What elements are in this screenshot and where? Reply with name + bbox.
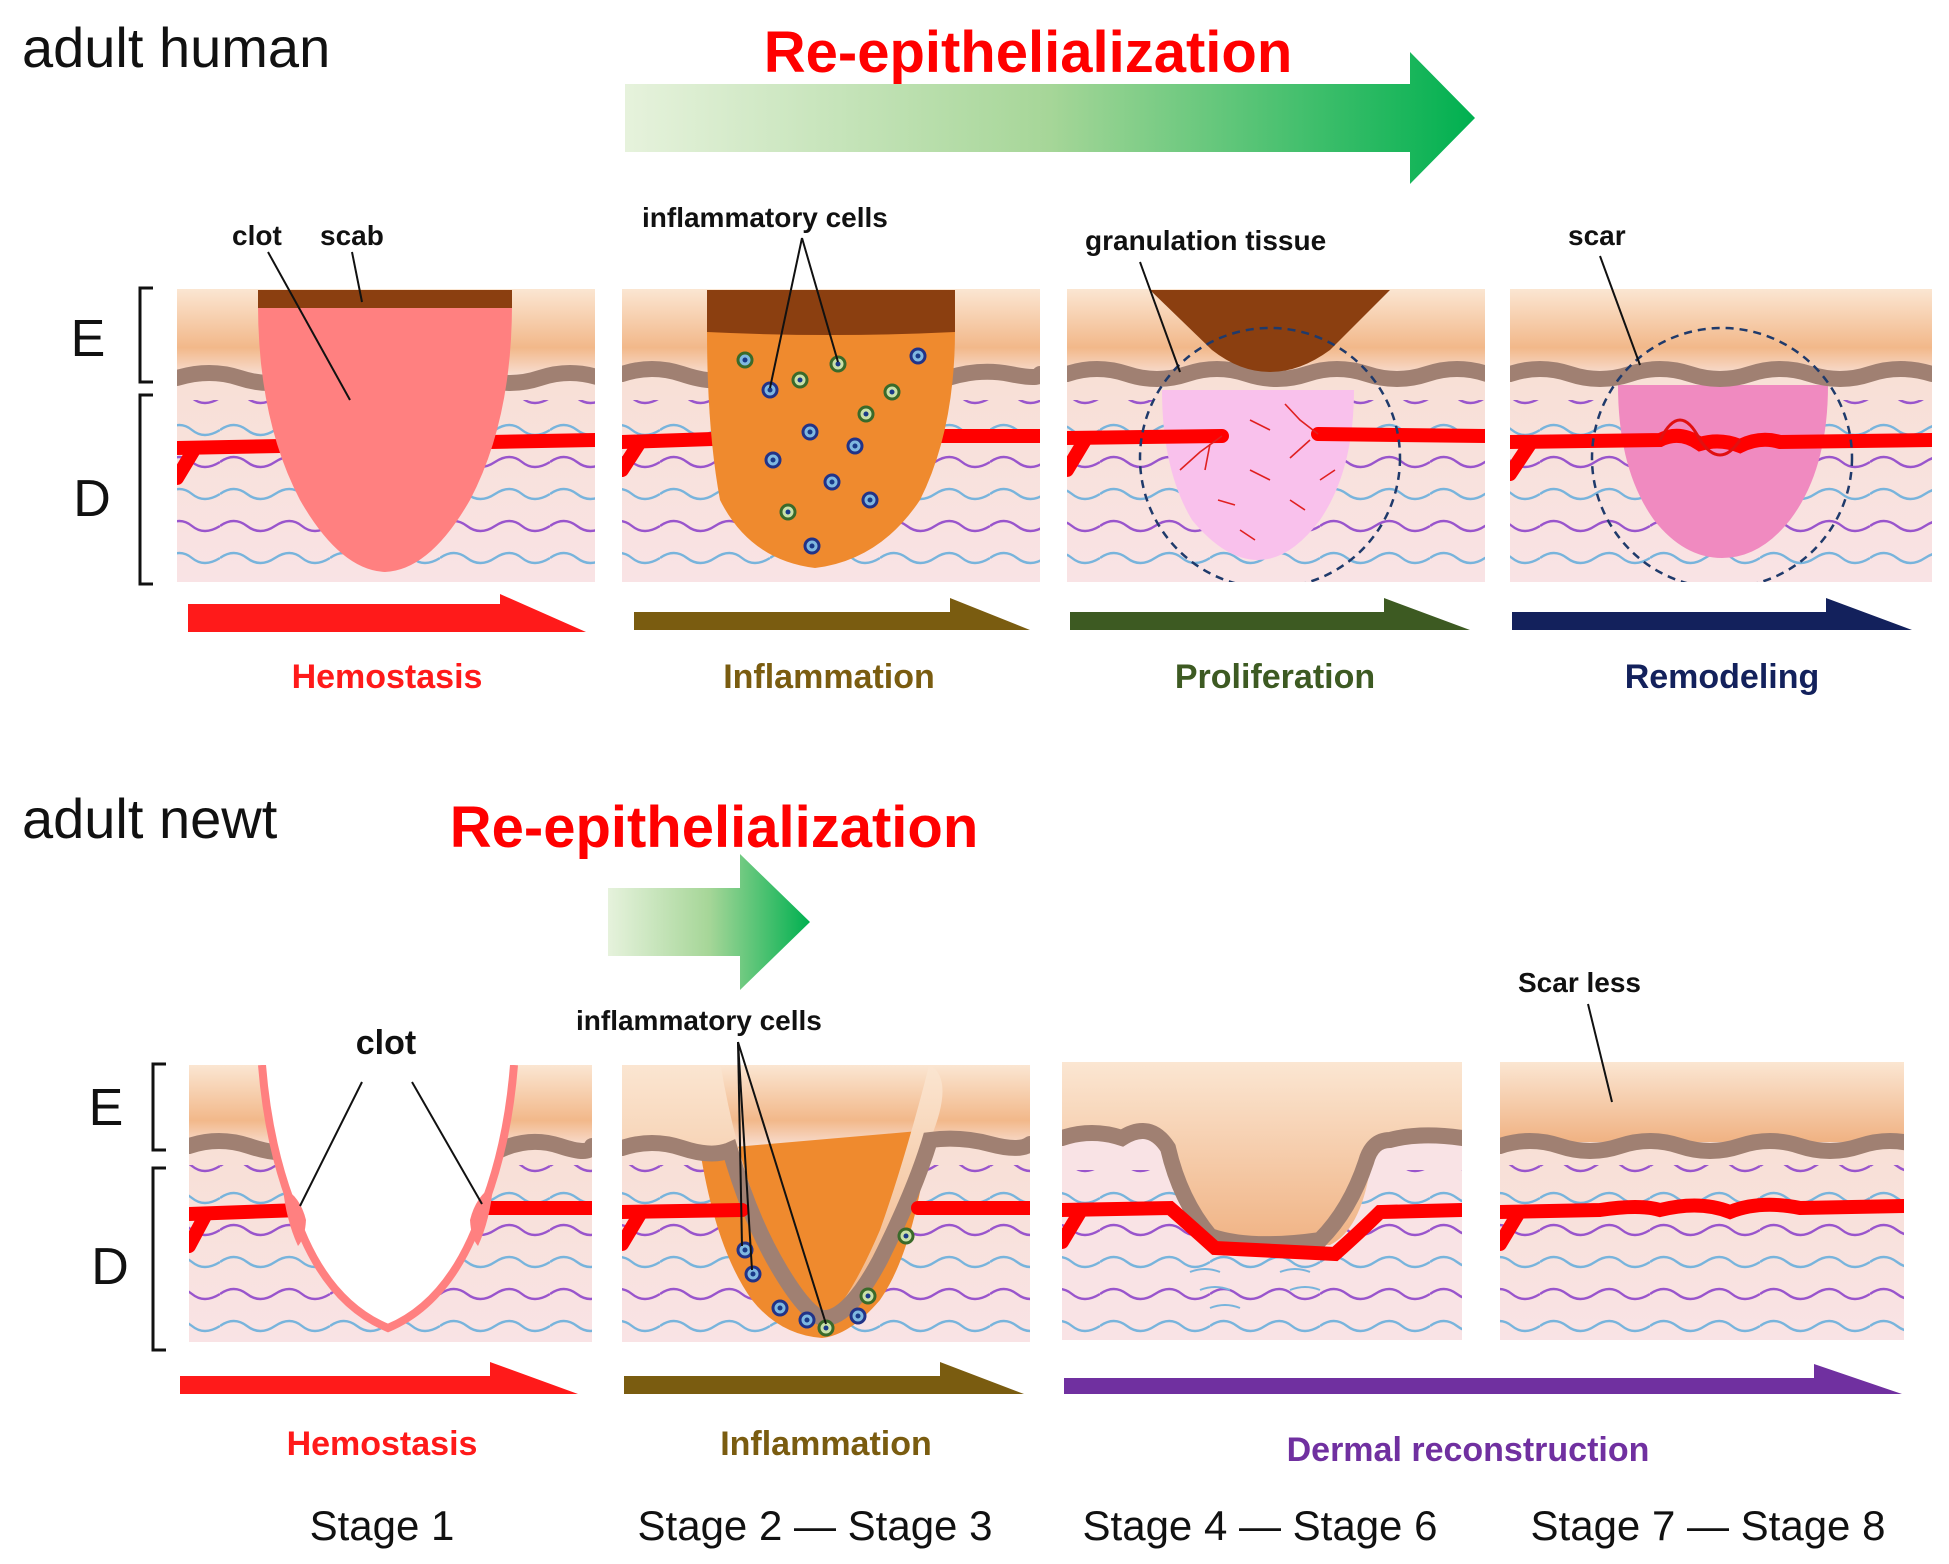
new-capillaries — [1179, 403, 1336, 541]
newt-panel-hemostasis — [189, 1065, 592, 1342]
human-proliferation-arrow — [1070, 598, 1470, 630]
clot-lining — [258, 1065, 518, 1333]
human-phase-inflammation: Inflammation — [723, 658, 935, 696]
human-inflammatory-cells-label: inflammatory cells — [642, 202, 888, 233]
human-dermis-bracket — [138, 393, 153, 586]
human-epidermis-label: E — [71, 310, 106, 368]
newt-inflammatory-cells-label: inflammatory cells — [576, 1005, 822, 1036]
newt-clot-label: clot — [356, 1024, 416, 1062]
wound-region-circle — [1138, 326, 1402, 582]
human-phase-remodeling: Remodeling — [1625, 658, 1820, 696]
human-reepithelialization-label: Re-epithelialization — [764, 20, 1293, 85]
newt-inflammatory-leader-1 — [737, 1041, 743, 1247]
human-panel-hemostasis — [177, 289, 595, 582]
newt-clot-leader-left — [299, 1081, 363, 1207]
scab — [258, 290, 512, 308]
stage-label-1: Stage 1 — [310, 1502, 455, 1549]
human-scab-label: scab — [320, 220, 384, 251]
granulation-tissue-label: granulation tissue — [1085, 225, 1326, 256]
newt-epidermis-bracket — [151, 1062, 166, 1152]
newt-reepithelialization-label: Re-epithelialization — [450, 795, 979, 860]
stage-label-4: Stage 7 — Stage 8 — [1531, 1502, 1886, 1549]
clot-fill — [258, 304, 512, 572]
human-phase-proliferation: Proliferation — [1175, 658, 1375, 696]
human-inflammatory-leader-2 — [801, 237, 839, 363]
stage-label-3: Stage 4 — Stage 6 — [1083, 1502, 1438, 1549]
human-remodeling-arrow — [1512, 598, 1912, 630]
inflammatory-cells — [736, 347, 927, 555]
newt-inflammatory-leader-3 — [737, 1041, 827, 1325]
human-panel-proliferation — [1067, 289, 1485, 582]
reconstructing-fibers — [1189, 1268, 1321, 1309]
human-reepithelialization-arrow — [625, 52, 1475, 184]
human-scar-leader — [1599, 255, 1641, 366]
inflammatory-cells — [736, 1227, 915, 1337]
newt-panel-scarless — [1500, 1062, 1904, 1340]
granulation-tissue-leader — [1139, 261, 1181, 373]
newt-dermal-reconstruction-arrow — [1064, 1364, 1902, 1394]
human-epidermis-bracket — [138, 286, 153, 384]
newt-dermis-bracket — [151, 1166, 166, 1352]
newt-phase-hemostasis: Hemostasis — [287, 1425, 478, 1463]
newt-scarless-label: Scar less — [1518, 967, 1641, 998]
human-dermis-label: D — [73, 470, 111, 528]
newt-dermis-label: D — [91, 1238, 129, 1296]
newt-phase-dermal-reconstruction: Dermal reconstruction — [1287, 1431, 1650, 1469]
human-row-title: adult human — [22, 16, 330, 79]
newt-clot-leader-right — [411, 1081, 483, 1205]
newt-row-title: adult newt — [22, 787, 278, 850]
newt-epidermis-label: E — [89, 1079, 124, 1137]
scab — [707, 290, 955, 335]
newt-inflammation-arrow — [624, 1362, 1024, 1394]
open-wound — [262, 1065, 514, 1328]
human-phase-hemostasis: Hemostasis — [292, 658, 483, 696]
stage-label-2: Stage 2 — Stage 3 — [638, 1502, 993, 1549]
human-scab-leader — [351, 251, 363, 303]
human-panel-remodeling — [1510, 289, 1932, 582]
human-hemostasis-arrow — [188, 594, 586, 632]
newt-panel-inflammation — [622, 1065, 1030, 1342]
scab — [1150, 290, 1390, 372]
migrating-epidermis — [622, 1065, 1030, 1320]
epidermis — [1062, 1062, 1462, 1248]
newt-hemostasis-arrow — [180, 1362, 578, 1394]
human-inflammation-arrow — [634, 598, 1030, 630]
human-panel-inflammation — [622, 289, 1040, 582]
human-clot-label: clot — [232, 220, 282, 251]
human-scar-label: scar — [1568, 220, 1626, 251]
human-inflammatory-leader-1 — [769, 237, 803, 389]
newt-panel-dermal-reconstruction — [1062, 1062, 1462, 1340]
newt-inflammatory-leader-2 — [737, 1041, 753, 1271]
human-clot-leader — [267, 251, 351, 401]
newt-phase-inflammation: Inflammation — [720, 1425, 932, 1463]
scar-tissue — [1618, 385, 1828, 558]
newt-reepithelialization-arrow — [608, 854, 810, 990]
wound-region-circle — [1590, 326, 1854, 582]
newt-scarless-leader — [1587, 1003, 1613, 1103]
